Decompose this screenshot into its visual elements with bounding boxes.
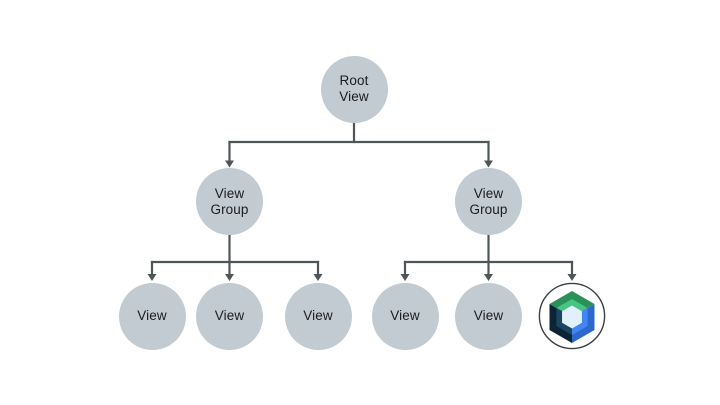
node-view-group-left: View Group	[196, 168, 263, 235]
arrow-down-icon	[225, 160, 234, 168]
node-view-5: View	[455, 282, 522, 350]
node-view-group-right: View Group	[455, 168, 522, 235]
node-view-2: View	[196, 282, 263, 350]
node-label: View	[137, 308, 167, 323]
node-view-1: View	[118, 282, 186, 350]
node-label: View Group	[469, 185, 508, 217]
jetpack-compose-logo-icon	[538, 282, 606, 350]
arrow-down-icon	[484, 160, 493, 168]
arrow-down-icon	[400, 274, 410, 281]
node-label: View	[390, 308, 420, 323]
arrow-down-icon	[313, 274, 323, 281]
arrow-down-icon	[484, 274, 493, 281]
node-label: View Group	[210, 185, 249, 217]
arrow-down-icon	[225, 274, 234, 281]
node-view-4: View	[371, 282, 439, 350]
node-label: Root View	[339, 73, 369, 104]
node-label: View	[473, 308, 504, 323]
arrow-down-icon	[147, 274, 157, 281]
node-view-3: View	[284, 282, 352, 350]
node-compose	[538, 282, 606, 350]
node-label: View	[214, 308, 245, 323]
node-root-view: Root View	[320, 55, 388, 123]
arrowhead-icons	[147, 160, 577, 281]
node-label: View	[303, 308, 333, 323]
arrow-down-icon	[567, 274, 577, 281]
